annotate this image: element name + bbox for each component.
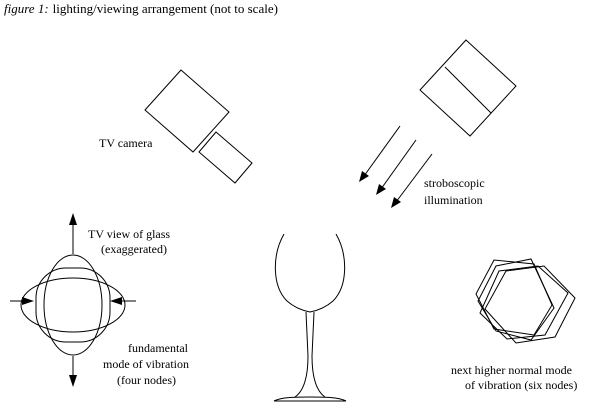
caption-prefix: figure 1:	[4, 1, 49, 16]
light-ray-head-1	[359, 171, 369, 182]
caption-text: lighting/viewing arrangement (not to sca…	[53, 1, 278, 16]
light-ray-3	[395, 153, 433, 203]
wine-glass-icon	[273, 233, 347, 402]
six-node-mode-label: next higher normal mode of vibration (si…	[451, 363, 577, 392]
fundamental-mode-figure	[10, 213, 136, 387]
six-node-mode-figure	[475, 258, 576, 344]
light-ray-2	[380, 139, 417, 190]
figure-caption: figure 1: lighting/viewing arrangement (n…	[4, 1, 278, 16]
tv-camera-icon	[144, 69, 253, 184]
light-ray-1	[363, 125, 401, 177]
illumination-label: stroboscopic illumination	[424, 176, 488, 207]
strobe-lamp-icon	[419, 39, 517, 137]
illumination-arrows	[359, 125, 433, 208]
camera-label: TV camera	[99, 136, 153, 150]
tv-view-label: TV view of glass (exaggerated)	[88, 227, 173, 256]
light-ray-head-3	[391, 197, 401, 208]
light-ray-head-2	[376, 184, 386, 195]
fundamental-mode-label: fundamental mode of vibration (four node…	[103, 341, 192, 387]
